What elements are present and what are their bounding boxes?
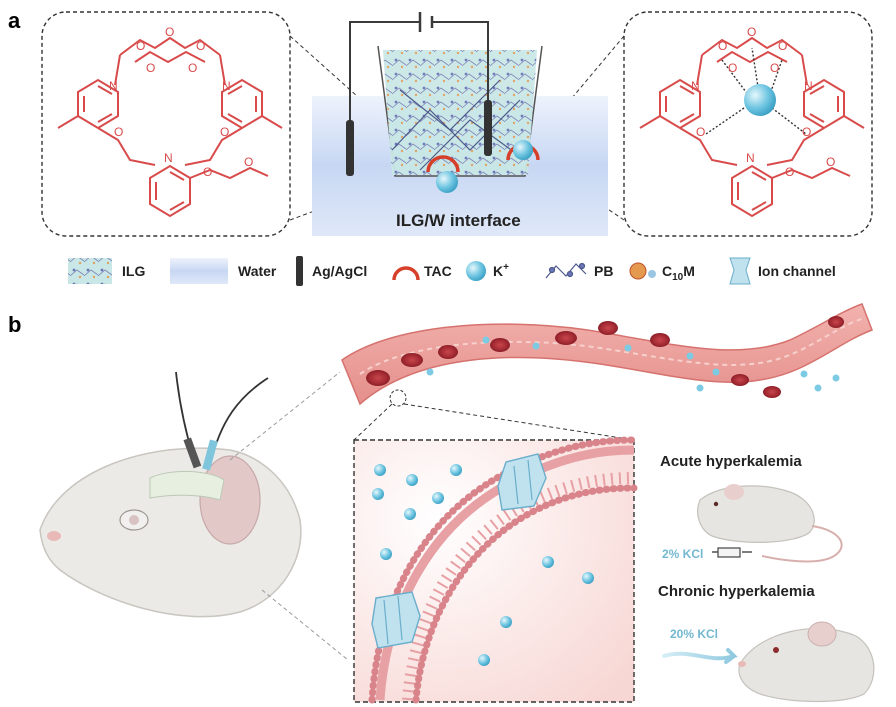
legend-c10m-label: C10M <box>662 263 695 283</box>
legend-water-swatch <box>170 258 228 284</box>
acute-hyperkalemia-title: Acute hyperkalemia <box>660 453 802 470</box>
legend-ion-channel-label: Ion channel <box>758 263 836 279</box>
pb-polymer-chains <box>391 79 526 171</box>
atom-o-8: O <box>785 165 794 179</box>
zoom-line-left-top <box>289 35 426 158</box>
tac-ring-left <box>426 155 460 173</box>
atom-o-7: O <box>802 125 811 139</box>
vessel-k-ions <box>426 336 840 392</box>
atom-n-bottom: N <box>164 151 173 165</box>
inset-k-ions <box>372 464 594 666</box>
mouse-head-illustration <box>39 371 302 618</box>
panel-label-a: a <box>8 8 21 33</box>
ilg-gel <box>383 50 537 175</box>
battery-icon <box>418 12 434 32</box>
panel-label-b: b <box>8 312 21 337</box>
legend-pb-label: PB <box>594 263 613 279</box>
legend-ilg-swatch <box>68 258 112 284</box>
membrane-inset <box>353 439 635 703</box>
legend-ilg-label: ILG <box>122 263 145 279</box>
legend-electrode-swatch <box>296 256 303 286</box>
ag-agcl-electrode-left <box>346 120 354 176</box>
acute-mouse-illustration <box>697 484 843 563</box>
legend: ILG Water Ag/AgCl TAC K+ PB C10M Ion cha… <box>68 256 836 286</box>
chronic-mouse-illustration <box>738 621 875 703</box>
atom-o-2: O <box>165 25 174 39</box>
legend-c10m-anion-swatch <box>648 270 656 278</box>
legend-tac-swatch <box>392 266 420 281</box>
vessel-zoom-spot <box>389 389 407 407</box>
atom-o-9: O <box>244 155 253 169</box>
k-ion-bound <box>744 84 776 116</box>
atom-o-7: O <box>220 125 229 139</box>
atom-o-3: O <box>778 39 787 53</box>
atom-o-4: O <box>146 61 155 75</box>
brain-zoom-line-bottom <box>261 589 349 661</box>
vessel-zoom-line-right <box>403 403 635 441</box>
red-blood-cells <box>366 316 844 398</box>
free-tac-molecule-box <box>41 11 291 237</box>
atom-n-right: N <box>222 79 231 93</box>
legend-water-label: Water <box>238 263 277 279</box>
atom-n-left: N <box>691 79 700 93</box>
legend-tac-label: TAC <box>424 263 452 279</box>
atom-n-left: N <box>109 79 118 93</box>
k-ion-free-interface <box>436 171 458 193</box>
zoom-line-right-bottom <box>534 159 625 221</box>
chronic-kcl-arrow <box>662 648 738 664</box>
legend-ion-channel-swatch <box>729 257 751 285</box>
atom-o-5: O <box>770 61 779 75</box>
atom-o-4: O <box>728 61 737 75</box>
atom-o-3: O <box>196 39 205 53</box>
interface-label: ILG/W interface <box>396 211 521 230</box>
k-ion-bound-interface <box>513 140 533 160</box>
atom-o-6: O <box>114 125 123 139</box>
ion-channel-upper <box>497 453 547 511</box>
vessel-zoom-line-left <box>353 403 393 441</box>
brain-zoom-line-top <box>229 371 341 461</box>
tac-k-complex-structure <box>639 36 865 218</box>
legend-k-swatch <box>466 261 486 281</box>
tac-molecule-structure <box>57 36 283 218</box>
legend-c10m-cation-swatch <box>629 262 647 280</box>
atom-o-8: O <box>203 165 212 179</box>
legend-k-label: K+ <box>493 262 509 279</box>
ag-agcl-electrode-right <box>484 100 492 156</box>
syringe-icon <box>712 547 752 558</box>
atom-o-5: O <box>188 61 197 75</box>
atom-o-9: O <box>826 155 835 169</box>
legend-electrode-label: Ag/AgCl <box>312 263 367 279</box>
beaker-wall <box>377 45 543 177</box>
legend-pb-swatch <box>545 262 587 279</box>
atom-n-right: N <box>804 79 813 93</box>
tac-k-complex-box <box>623 11 873 237</box>
atom-o-1: O <box>136 39 145 53</box>
atom-n-bottom: N <box>746 151 755 165</box>
circuit-wires <box>349 21 489 140</box>
atom-o-2: O <box>747 25 756 39</box>
chronic-hyperkalemia-title: Chronic hyperkalemia <box>658 583 815 600</box>
acute-dose-label: 2% KCl <box>662 547 703 561</box>
atom-o-1: O <box>718 39 727 53</box>
chronic-dose-label: 20% KCl <box>670 627 718 641</box>
atom-o-6: O <box>696 125 705 139</box>
ion-channel-lower <box>371 591 421 649</box>
blood-vessel <box>341 303 873 406</box>
